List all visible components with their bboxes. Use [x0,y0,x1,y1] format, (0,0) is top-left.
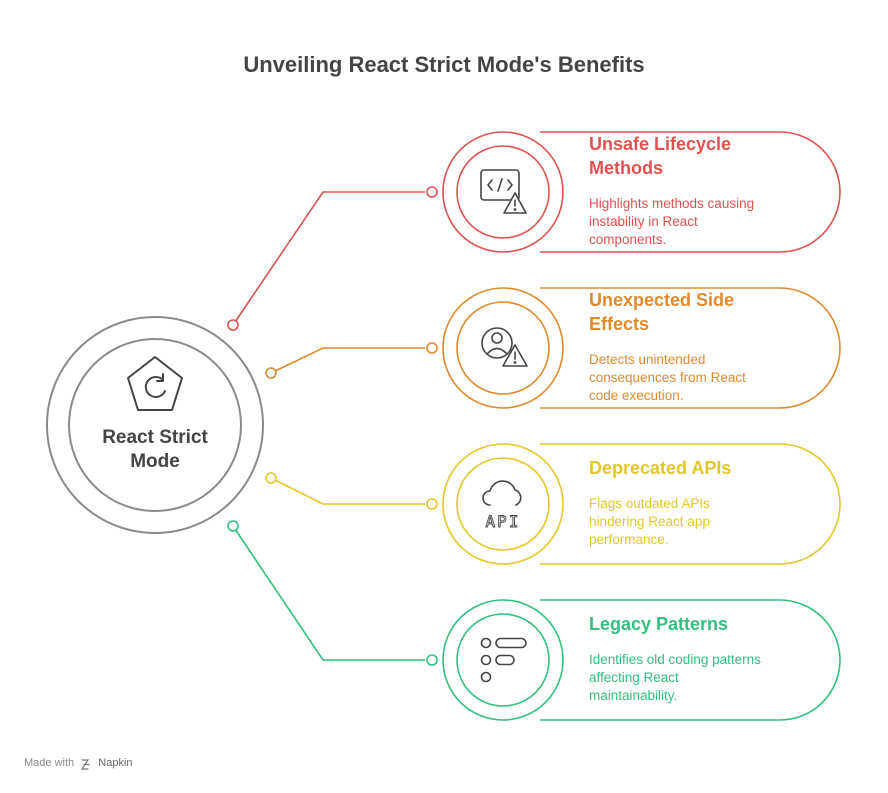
item-desc-line: Detects unintended [589,352,706,367]
item-title-unexpected-side-effects: Unexpected Side Effects [589,288,789,336]
footer-attribution[interactable]: Made with Napkin [24,757,133,769]
connector-2 [270,347,425,374]
item-desc-unexpected-side-effects: Detects unintended consequences from Rea… [589,351,794,405]
item-desc-line: instability in React [589,214,698,229]
item-desc-line: Flags outdated APIs [589,496,710,511]
item-title-deprecated-apis: Deprecated APIs [589,456,789,480]
center-label-line-1: React Strict [102,427,208,448]
item-desc-line: Highlights methods causing [589,196,755,211]
item-desc-line: hindering React app [589,514,710,529]
item-desc-line: affecting React [589,670,679,685]
user-warning-icon [481,327,528,367]
connector-1 [232,191,425,326]
connector-dots [227,186,438,666]
list-pattern-icon [480,637,527,683]
item-title-unsafe-lifecycle: Unsafe Lifecycle Methods [589,132,789,180]
item-title-line-1: Unsafe Lifecycle [589,134,732,154]
center-label: React Strict Mode [90,426,220,474]
connector-3 [270,477,425,505]
connectors [232,191,425,661]
item-desc-deprecated-apis: Flags outdated APIs hindering React app … [589,495,794,549]
item-title-line-2: Methods [589,158,663,178]
item-desc-line: code execution. [589,388,684,403]
center-label-line-2: Mode [130,451,180,472]
item-desc-line: performance. [589,532,669,547]
footer-brand: Napkin [98,757,133,769]
item-title-line-1: Legacy Patterns [589,614,729,634]
code-warning-icon [480,169,527,214]
item-title-line-2: Effects [589,314,650,334]
item-unexpected-side-effects [442,287,841,409]
cloud-api-icon: API [482,480,522,531]
item-desc-line: Identifies old coding patterns [589,652,761,667]
item-title-line-1: Deprecated APIs [589,458,732,478]
item-title-legacy-patterns: Legacy Patterns [589,612,789,636]
connector-4 [232,525,425,661]
item-unsafe-lifecycle [442,131,841,253]
item-desc-line: maintainability. [589,688,678,703]
svg-text:API: API [486,512,521,531]
footer-made-with: Made with [24,757,75,769]
refresh-pentagon-icon [127,356,183,411]
item-legacy-patterns [442,599,841,721]
item-title-line-1: Unexpected Side [589,290,735,310]
item-desc-line: consequences from React [589,370,746,385]
item-desc-legacy-patterns: Identifies old coding patterns affecting… [589,651,794,705]
item-desc-line: components. [589,232,667,247]
page-title: Unveiling React Strict Mode's Benefits [243,52,645,77]
center-hub [46,316,264,534]
napkin-logo-icon [80,759,90,770]
item-desc-unsafe-lifecycle: Highlights methods causing instability i… [589,195,794,249]
item-deprecated-apis: API [442,443,841,565]
